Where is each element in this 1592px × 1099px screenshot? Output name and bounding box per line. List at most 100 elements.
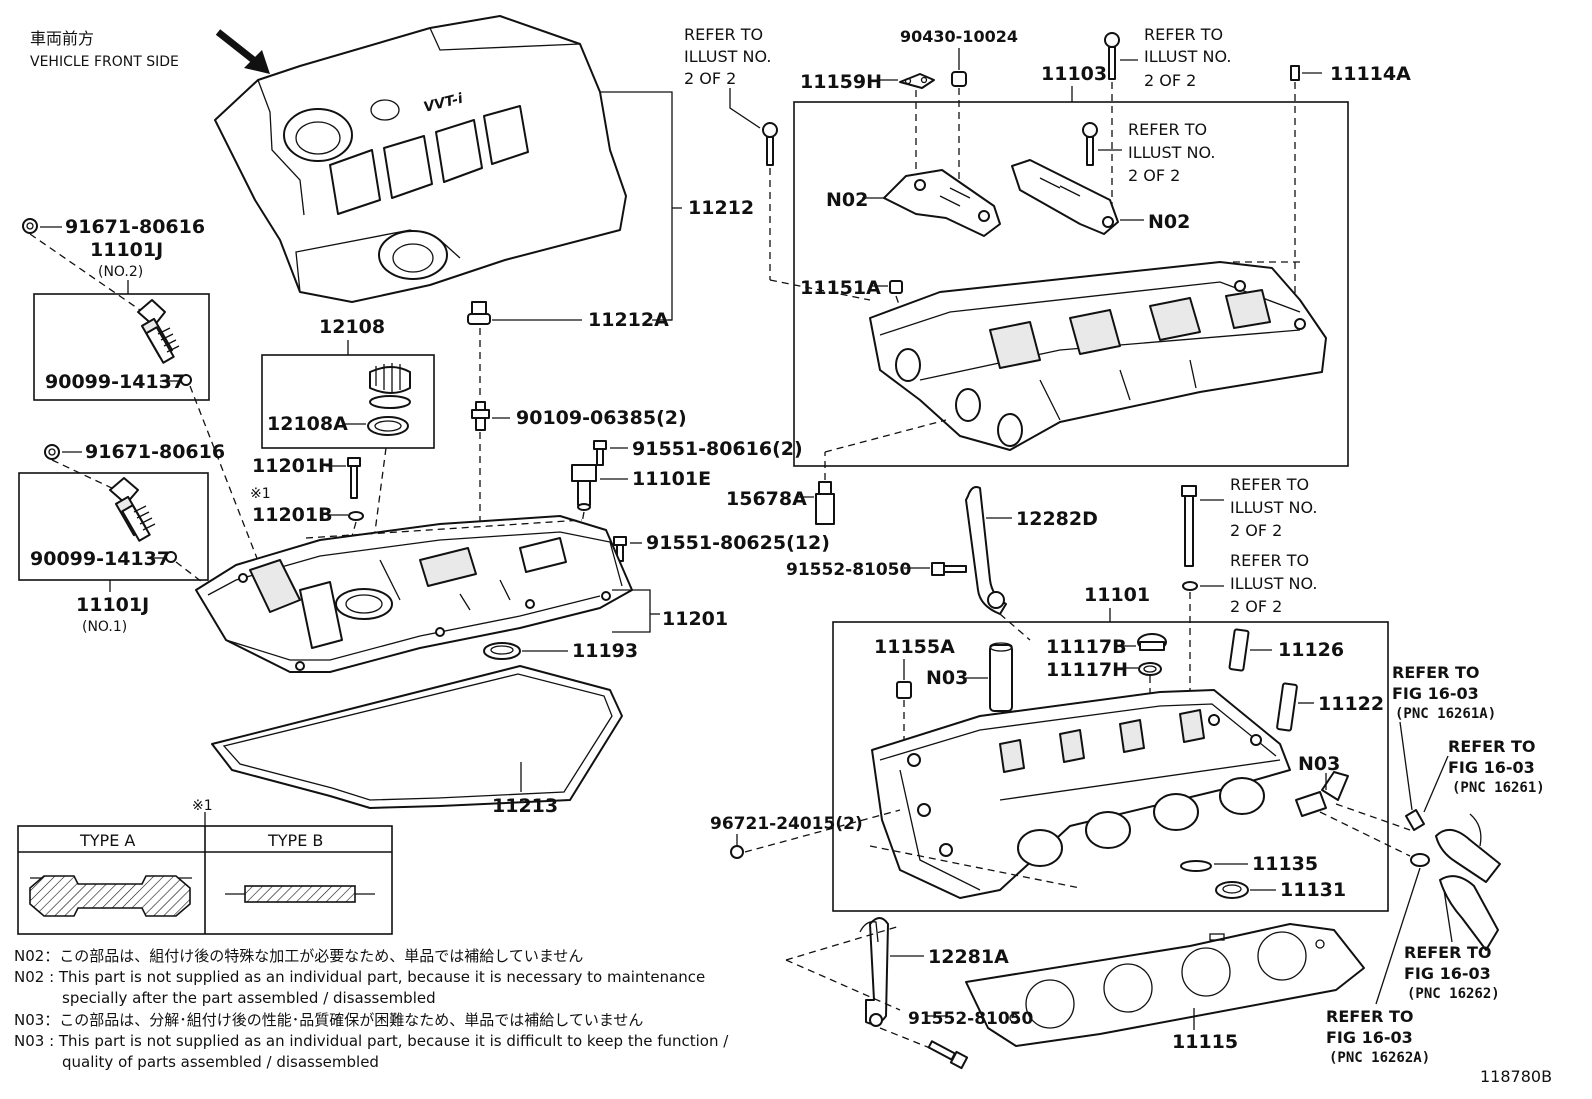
svg-text:REFER TO: REFER TO	[1448, 737, 1536, 756]
head-bolt-washer	[1182, 581, 1198, 591]
camshaft-housing	[869, 261, 1327, 451]
type-a-washer-section	[29, 875, 192, 917]
label-90430: 90430-10024	[900, 27, 1018, 46]
refer-illust-2: REFER TO ILLUST NO. 2 OF 2	[1144, 25, 1231, 90]
label-11117h: 11117H	[1046, 659, 1128, 681]
cylinder-head-box	[832, 621, 1389, 912]
svg-text:ILLUST NO.: ILLUST NO.	[1144, 47, 1231, 66]
svg-text:FIG 16-03: FIG 16-03	[1392, 684, 1479, 703]
label-11193: 11193	[572, 640, 638, 662]
oil-filler-cap	[369, 363, 411, 409]
stud-11126	[1228, 628, 1250, 672]
bolt-top-housing	[1104, 32, 1120, 80]
pin-n03-top	[989, 642, 1013, 712]
label-11101j-no2: 11101J	[90, 239, 163, 261]
label-11101e: 11101E	[632, 468, 711, 490]
label-91552-b: 91552-81050	[908, 1009, 1034, 1029]
refer-fig-16261a: REFER TO FIG 16-03 (PNC 16261A)	[1392, 663, 1496, 722]
svg-text:FIG 16-03: FIG 16-03	[1326, 1028, 1413, 1047]
bolt-91551-a	[593, 440, 607, 466]
bolt-11201h	[347, 457, 361, 499]
ocv-no1-box	[18, 472, 209, 581]
grommet-11212a	[467, 301, 491, 325]
svg-text:ILLUST NO.: ILLUST NO.	[1230, 574, 1317, 593]
label-11103: 11103	[1041, 63, 1107, 85]
bolt-left-housing	[762, 122, 778, 166]
label-11151a: 11151A	[800, 277, 881, 299]
label-11114a: 11114A	[1330, 63, 1411, 85]
label-96721: 96721-24015(2)	[710, 814, 863, 834]
refer-illust-3: REFER TO ILLUST NO. 2 OF 2	[1128, 120, 1215, 185]
refer-illust-1: REFER TO ILLUST NO. 2 OF 2	[684, 25, 771, 88]
label-no2: (NO.2)	[98, 264, 143, 280]
spacer-11159h	[899, 73, 935, 89]
mark-1-table: ※1	[192, 798, 213, 814]
pipe-n03-side	[1295, 771, 1349, 817]
label-11212: 11212	[688, 197, 754, 219]
washer-11201b	[348, 511, 364, 521]
svg-text:REFER TO: REFER TO	[1404, 943, 1492, 962]
refer-fig-16262a: REFER TO FIG 16-03 (PNC 16262A)	[1326, 1007, 1430, 1066]
svg-text:REFER TO: REFER TO	[1326, 1007, 1414, 1026]
label-n02-right: N02	[1148, 211, 1190, 233]
bolt-91552-b	[927, 1040, 969, 1070]
type-a-header: TYPE A	[79, 831, 135, 850]
bolt-91671-a	[22, 218, 38, 234]
note-n02-en1: N02 : This part is not supplied as an in…	[14, 968, 705, 986]
label-no1: (NO.1)	[82, 619, 127, 635]
plug-11117b	[1137, 633, 1167, 651]
label-12282d: 12282D	[1016, 508, 1098, 530]
label-n02-left: N02	[826, 189, 868, 211]
svg-text:(PNC 16262A): (PNC 16262A)	[1329, 1050, 1430, 1066]
hose-clamp-upper	[1405, 809, 1425, 831]
header-en: VEHICLE FRONT SIDE	[30, 54, 179, 70]
cylinder-head-cover	[195, 515, 633, 673]
note-n03-en1: N03 : This part is not supplied as an in…	[14, 1032, 729, 1050]
dowel-11155a	[896, 681, 912, 699]
mark-1-top: ※1	[250, 486, 271, 502]
bolt-91671-b	[44, 444, 60, 460]
label-11201: 11201	[662, 608, 728, 630]
svg-text:2 OF 2: 2 OF 2	[1144, 71, 1196, 90]
label-11135: 11135	[1252, 853, 1318, 875]
note-n02-en2: specially after the part assembled / dis…	[62, 989, 436, 1007]
oil-control-valve-no2	[137, 299, 180, 364]
label-11126: 11126	[1278, 639, 1344, 661]
svg-text:2 OF 2: 2 OF 2	[684, 69, 736, 88]
svg-text:2 OF 2: 2 OF 2	[1230, 521, 1282, 540]
label-90109: 90109-06385(2)	[516, 407, 687, 429]
svg-text:ILLUST NO.: ILLUST NO.	[1128, 143, 1215, 162]
diagram-number: 118780B	[1480, 1067, 1552, 1086]
label-11122: 11122	[1318, 693, 1384, 715]
label-12281a: 12281A	[928, 946, 1009, 968]
refer-fig-16262: REFER TO FIG 16-03 (PNC 16262)	[1404, 943, 1500, 1002]
svg-text:FIG 16-03: FIG 16-03	[1448, 758, 1535, 777]
ocv-no2-box	[33, 293, 210, 401]
refer-fig-16261: REFER TO FIG 16-03 (PNC 16261)	[1448, 737, 1545, 796]
bearing-cap-n02-left	[883, 169, 1001, 237]
svg-text:ILLUST NO.: ILLUST NO.	[684, 47, 771, 66]
hose-lower	[1439, 875, 1499, 951]
label-15678a: 15678A	[726, 488, 807, 510]
label-91552-a: 91552-81050	[786, 560, 912, 580]
svg-text:2 OF 2: 2 OF 2	[1128, 166, 1180, 185]
svg-text:(PNC 16261A): (PNC 16261A)	[1395, 706, 1496, 722]
label-90099-b: 90099-14137	[30, 548, 170, 570]
filler-gasket	[367, 416, 409, 436]
bushing-90430	[951, 71, 967, 87]
gasket-11117h	[1138, 662, 1162, 676]
label-91551-b: 91551-80625(12)	[646, 532, 830, 554]
svg-text:(PNC 16262): (PNC 16262)	[1407, 986, 1500, 1002]
label-11212a: 11212A	[588, 309, 669, 331]
stud-90109	[471, 401, 490, 431]
label-11159h: 11159H	[800, 71, 882, 93]
label-11101: 11101	[1084, 584, 1150, 606]
label-n03-top: N03	[926, 667, 968, 689]
note-n03-en2: quality of parts assembled / disassemble…	[62, 1053, 379, 1071]
label-11101j-no1: 11101J	[76, 594, 149, 616]
stud-11122	[1276, 682, 1298, 732]
oil-control-valve-no1	[109, 477, 156, 542]
svg-text:REFER TO: REFER TO	[1392, 663, 1480, 682]
label-91671-b: 91671-80616	[85, 441, 225, 463]
